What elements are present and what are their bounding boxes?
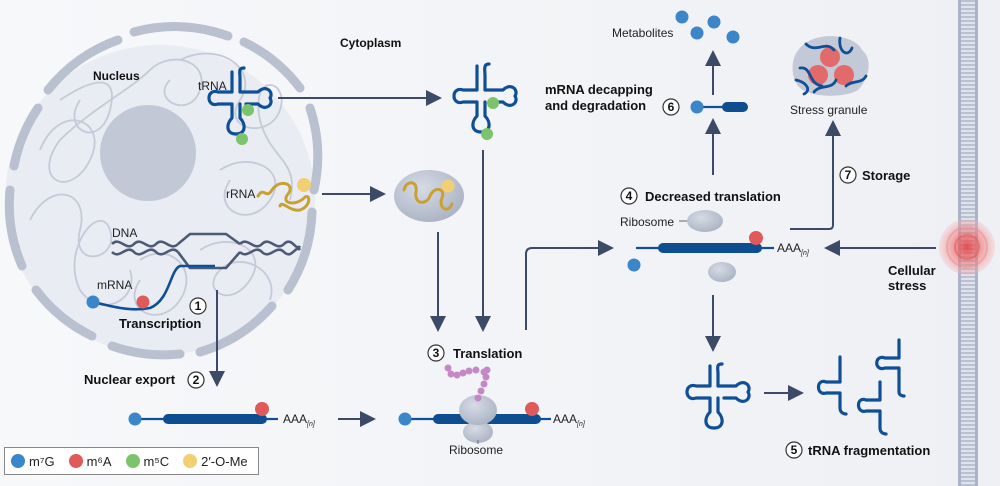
step-1-badge: 1 — [189, 297, 207, 315]
ribosomal-subunit-rrna — [394, 170, 464, 222]
step-5-badge: 5 — [785, 441, 803, 459]
m5c-modification — [242, 104, 254, 116]
chromatin — [29, 52, 293, 316]
nascent-peptide — [444, 364, 491, 402]
m5c-dot-icon — [125, 454, 140, 468]
trna-intact — [685, 362, 751, 430]
legend-item-2ome: 2′-O-Me — [183, 454, 248, 469]
legend-item-m5c: m⁵C — [125, 454, 169, 469]
stress-granule-label: Stress granule — [790, 103, 868, 117]
nucleus-label: Nucleus — [93, 69, 140, 83]
m5c-modification — [487, 97, 499, 109]
nascent-mrna — [86, 264, 215, 311]
poly-a-tail: AAA[n] — [553, 412, 586, 428]
m7g-cap-released — [627, 258, 641, 272]
trna-fragments — [816, 338, 906, 436]
step-5-label: tRNA fragmentation — [808, 443, 930, 458]
m7g-cap — [690, 100, 704, 114]
decapped-mrna — [690, 100, 748, 114]
svg-text:2: 2 — [193, 373, 200, 387]
stress-label-line1: Cellular — [888, 263, 936, 278]
step-6-badge: 6 — [662, 98, 680, 116]
2ome-modification — [297, 178, 311, 192]
rrna-label: rRNA — [226, 187, 255, 201]
nuclear-envelope — [4, 22, 323, 360]
step-3-badge: 3 — [427, 344, 445, 362]
step-1-label: Transcription — [119, 316, 201, 331]
step-6-label-line1: mRNA decapping — [545, 82, 653, 97]
m5c-modification — [236, 133, 248, 145]
trna-nuclear — [207, 66, 273, 145]
step-7-badge: 7 — [839, 166, 857, 184]
ribosome-label: Ribosome — [449, 443, 503, 457]
to-storage-arrow — [790, 120, 841, 230]
ribosome-small-subunit — [708, 262, 736, 282]
nucleus — [4, 22, 323, 360]
m7g-cap — [398, 412, 412, 426]
cytoplasm-label: Cytoplasm — [340, 36, 401, 50]
step-2-label: Nuclear export — [84, 372, 176, 387]
m6a-dot-icon — [68, 454, 83, 468]
stress-label-line2: stress — [888, 278, 926, 293]
m5c-modification — [481, 128, 493, 140]
legend-item-m6a: m⁶A — [68, 454, 112, 469]
step-2-badge: 2 — [187, 371, 205, 389]
m6a-modification — [255, 402, 269, 416]
svg-text:3: 3 — [433, 346, 440, 360]
poly-a-tail: AAA[n] — [283, 412, 316, 428]
step-7-label: Storage — [862, 168, 910, 183]
step-6-label-line2: and degradation — [545, 98, 646, 113]
ribosome-translating — [459, 395, 497, 443]
trna-label: tRNA — [198, 79, 227, 93]
svg-text:7: 7 — [845, 168, 852, 182]
nucleolus — [100, 105, 196, 201]
svg-text:6: 6 — [668, 100, 675, 114]
ribosome-label-stalled: Ribosome — [620, 215, 674, 229]
m6a-modification — [525, 402, 539, 416]
m6a-modification — [136, 295, 150, 309]
dna-label: DNA — [112, 226, 137, 240]
svg-text:1: 1 — [195, 299, 202, 313]
m7g-cap — [86, 295, 100, 309]
step-4-label: Decreased translation — [645, 189, 781, 204]
ribosome-large-subunit — [687, 210, 723, 232]
stress-signal-icon — [939, 219, 995, 275]
rrna-nuclear — [256, 178, 311, 212]
svg-text:4: 4 — [626, 189, 633, 203]
metabolites-label: Metabolites — [612, 26, 673, 40]
exported-mrna — [128, 402, 278, 426]
m7g-cap — [128, 412, 142, 426]
trna-cytoplasmic — [452, 62, 518, 140]
stalled-mrna — [627, 210, 774, 282]
svg-text:5: 5 — [791, 443, 798, 457]
translation-to-decrease-arrow — [525, 240, 614, 330]
metabolites — [675, 10, 740, 44]
m7g-dot-icon — [11, 454, 25, 468]
legend-item-m7g: m⁷G — [11, 454, 55, 469]
stress-granule — [792, 36, 869, 96]
mrna-label: mRNA — [97, 278, 132, 292]
2ome-dot-icon — [183, 454, 198, 468]
step-4-badge: 4 — [620, 187, 638, 205]
m6a-modification — [749, 231, 763, 245]
dna-helix — [111, 232, 302, 270]
modification-legend: m⁷G m⁶A m⁵C 2′-O-Me — [4, 447, 259, 475]
poly-a-tail: AAA[n] — [777, 241, 810, 257]
step-3-label: Translation — [453, 346, 522, 361]
2ome-modification — [441, 179, 455, 193]
